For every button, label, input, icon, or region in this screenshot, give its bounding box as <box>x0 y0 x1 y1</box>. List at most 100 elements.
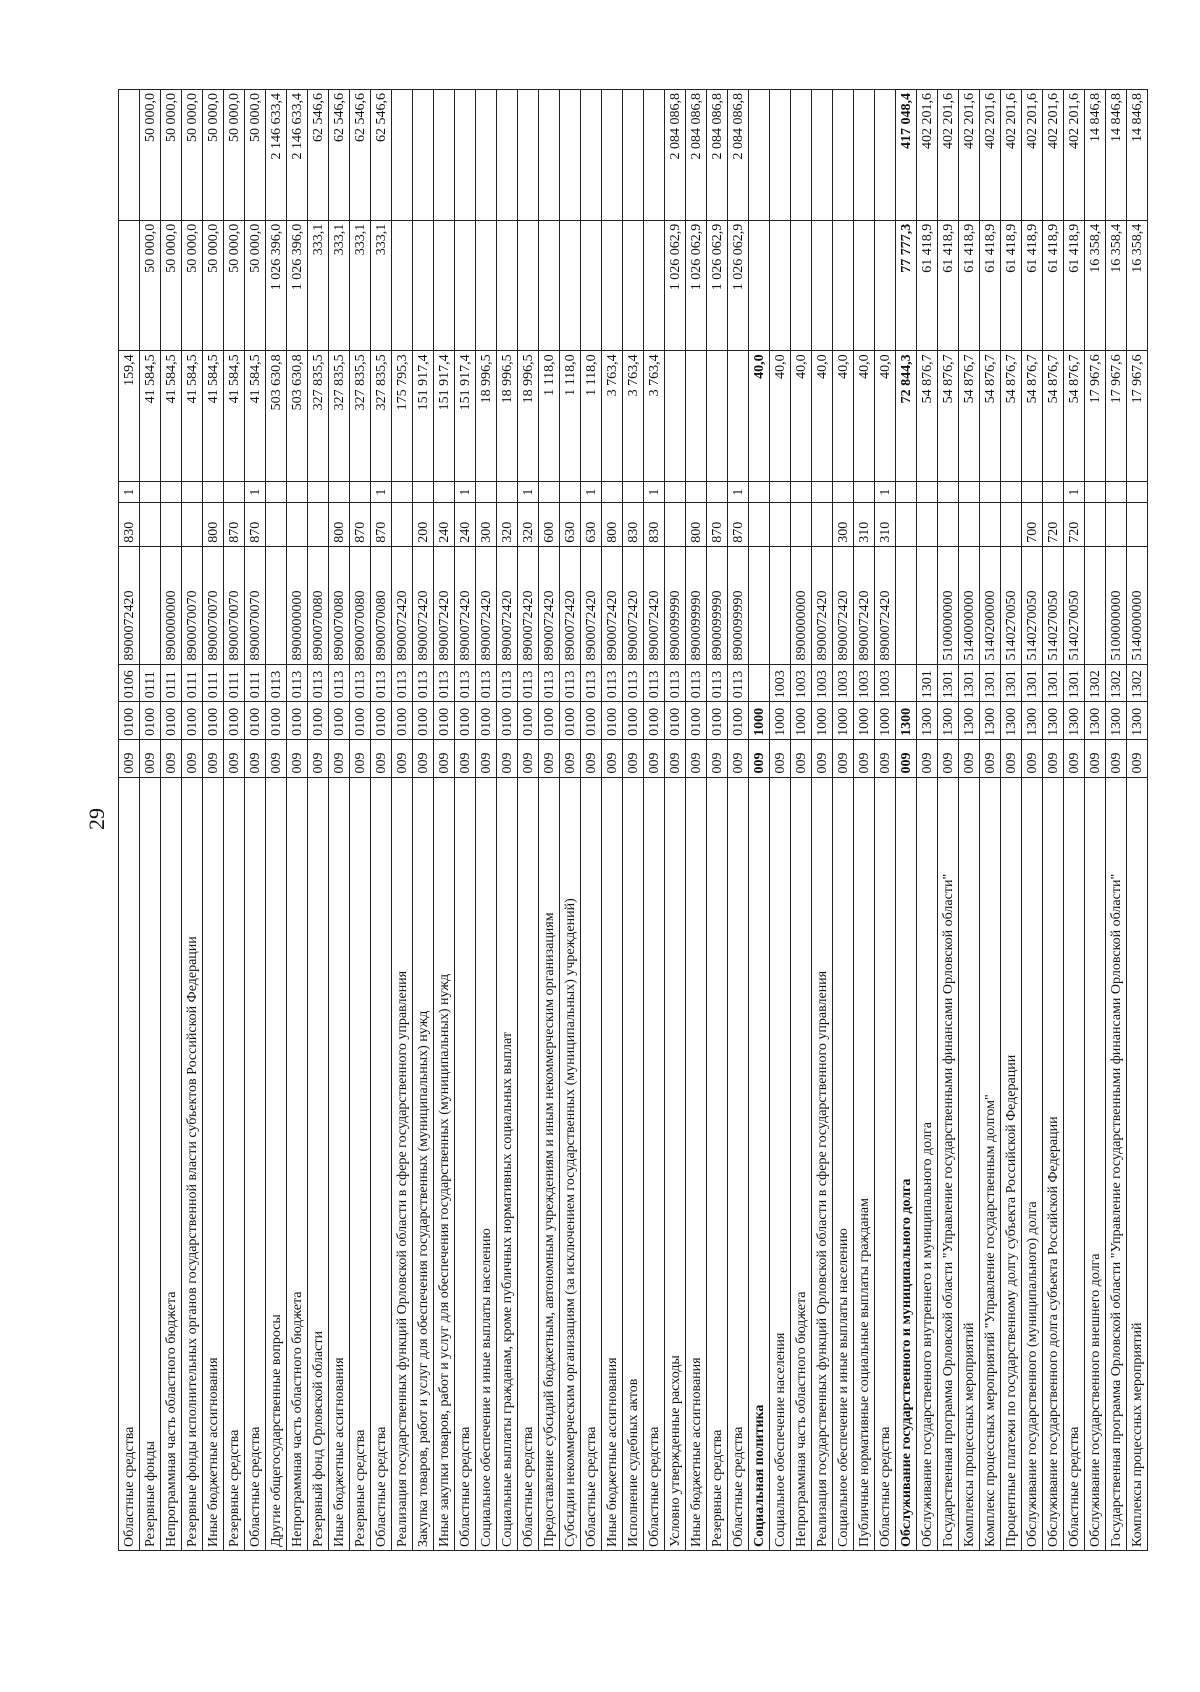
row-source-flag <box>979 481 1001 503</box>
row-vr-code <box>769 502 791 547</box>
row-csr-code: 5100000000 <box>1105 546 1127 665</box>
row-rz-code: 0100 <box>370 701 392 740</box>
row-source-flag <box>685 481 707 503</box>
row-csr-code: 8900072420 <box>643 546 665 665</box>
row-csr-code: 8900099990 <box>685 546 707 665</box>
row-value-1: 1 118,0 <box>538 350 560 482</box>
row-rz-code: 0100 <box>391 701 413 740</box>
row-vr-code: 200 <box>412 502 434 547</box>
row-value-3 <box>790 89 812 221</box>
row-gr-code: 009 <box>181 739 203 778</box>
row-csr-code: 8900070070 <box>202 546 224 665</box>
row-pr-code: 0113 <box>664 664 686 702</box>
row-value-1: 17 967,6 <box>1105 350 1127 482</box>
row-value-3: 50 000,0 <box>160 89 182 221</box>
row-vr-code <box>286 502 308 547</box>
row-gr-code: 009 <box>706 739 728 778</box>
row-gr-code: 009 <box>475 739 497 778</box>
row-pr-code: 1301 <box>1063 664 1085 702</box>
row-value-3: 402 201,6 <box>916 89 938 221</box>
row-pr-code: 0113 <box>622 664 644 702</box>
row-vr-code <box>160 502 182 547</box>
row-rz-code: 0100 <box>349 701 371 740</box>
row-value-3 <box>643 89 665 221</box>
row-source-flag <box>181 481 203 503</box>
row-gr-code: 009 <box>538 739 560 778</box>
row-source-flag: 1 <box>370 481 392 503</box>
row-gr-code: 009 <box>1063 739 1085 778</box>
row-value-1: 327 835,5 <box>328 350 350 482</box>
row-value-1: 18 996,5 <box>517 350 539 482</box>
row-pr-code <box>895 664 917 702</box>
row-vr-code <box>1105 502 1127 547</box>
row-value-2: 50 000,0 <box>139 220 161 351</box>
row-pr-code: 0113 <box>643 664 665 702</box>
row-name-cell: Исполнение судебных актов <box>622 777 644 1551</box>
row-value-2: 1 026 062,9 <box>727 220 749 351</box>
row-rz-code: 0100 <box>580 701 602 740</box>
row-value-3: 2 084 086,8 <box>706 89 728 221</box>
row-name-cell: Областные средства <box>1063 777 1085 1551</box>
row-pr-code: 0113 <box>538 664 560 702</box>
row-name-cell: Резервные средства <box>223 777 245 1551</box>
row-value-1: 54 876,7 <box>916 350 938 482</box>
row-vr-code: 870 <box>223 502 245 547</box>
row-name-cell: Обслуживание государственного внутреннег… <box>916 777 938 1551</box>
row-value-1: 40,0 <box>874 350 896 482</box>
row-value-1 <box>685 350 707 482</box>
row-csr-code <box>895 546 917 665</box>
row-csr-code: 8900000000 <box>286 546 308 665</box>
row-csr-code: 8900072420 <box>853 546 875 665</box>
row-gr-code: 009 <box>790 739 812 778</box>
row-csr-code: 8900072420 <box>475 546 497 665</box>
row-name-cell: Иные бюджетные ассигнования <box>202 777 224 1551</box>
row-csr-code: 8900070070 <box>181 546 203 665</box>
row-name-cell: Областные средства <box>454 777 476 1551</box>
row-value-2: 333,1 <box>370 220 392 351</box>
row-csr-code: 5140200000 <box>979 546 1001 665</box>
row-value-1: 54 876,7 <box>937 350 959 482</box>
row-name-cell: Иные закупки товаров, работ и услуг для … <box>433 777 455 1551</box>
row-pr-code: 0111 <box>160 664 182 702</box>
row-csr-code: 8900072420 <box>391 546 413 665</box>
row-value-3 <box>580 89 602 221</box>
row-gr-code: 009 <box>559 739 581 778</box>
row-csr-code: 8900072420 <box>832 546 854 665</box>
row-rz-code: 0100 <box>160 701 182 740</box>
row-name-cell: Областные средства <box>643 777 665 1551</box>
row-pr-code: 0113 <box>559 664 581 702</box>
row-value-3: 2 084 086,8 <box>664 89 686 221</box>
row-value-3 <box>454 89 476 221</box>
row-value-2: 77 777,3 <box>895 220 917 351</box>
row-name-cell: Резервный фонд Орловской области <box>307 777 329 1551</box>
row-vr-code <box>748 502 770 547</box>
row-value-1: 18 996,5 <box>475 350 497 482</box>
row-value-3 <box>853 89 875 221</box>
row-value-2 <box>454 220 476 351</box>
row-value-3 <box>496 89 518 221</box>
row-value-2: 61 418,9 <box>1000 220 1022 351</box>
row-value-3: 50 000,0 <box>244 89 266 221</box>
row-value-3 <box>538 89 560 221</box>
row-value-2 <box>853 220 875 351</box>
row-value-2: 50 000,0 <box>160 220 182 351</box>
row-pr-code: 0113 <box>433 664 455 702</box>
row-vr-code <box>391 502 413 547</box>
row-pr-code: 0111 <box>202 664 224 702</box>
row-name-cell: Комплексы процессных мероприятий <box>1126 777 1148 1551</box>
row-gr-code: 009 <box>643 739 665 778</box>
row-rz-code: 1300 <box>979 701 1001 740</box>
row-vr-code: 300 <box>832 502 854 547</box>
row-value-1: 151 917,4 <box>433 350 455 482</box>
row-csr-code: 5140270050 <box>1000 546 1022 665</box>
